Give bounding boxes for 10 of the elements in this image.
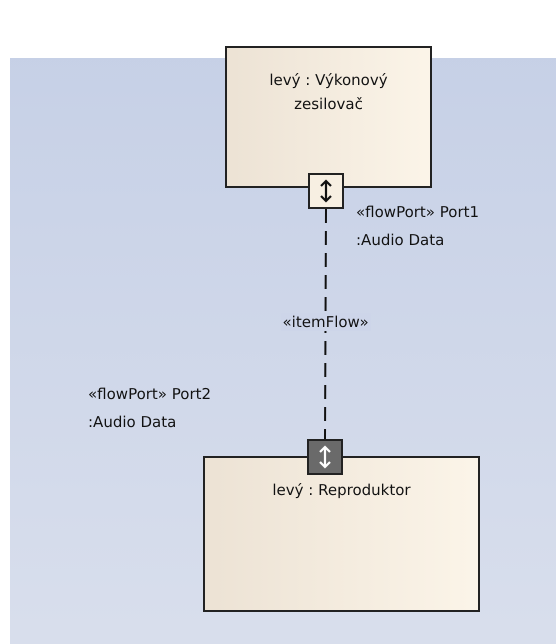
part-box [225, 46, 432, 188]
port-box [308, 173, 344, 209]
port-box [307, 439, 343, 475]
dashed-connector [324, 209, 327, 439]
part-label: levý : Reproduktor [271, 480, 412, 501]
edge-label: «itemFlow» [280, 313, 371, 331]
part-box [203, 456, 480, 612]
part-label: levý : Výkonový zesilovač [268, 70, 389, 115]
port-label: «flowPort» Port1 :Audio Data [356, 202, 480, 251]
port-label: «flowPort» Port2 :Audio Data [88, 384, 212, 433]
